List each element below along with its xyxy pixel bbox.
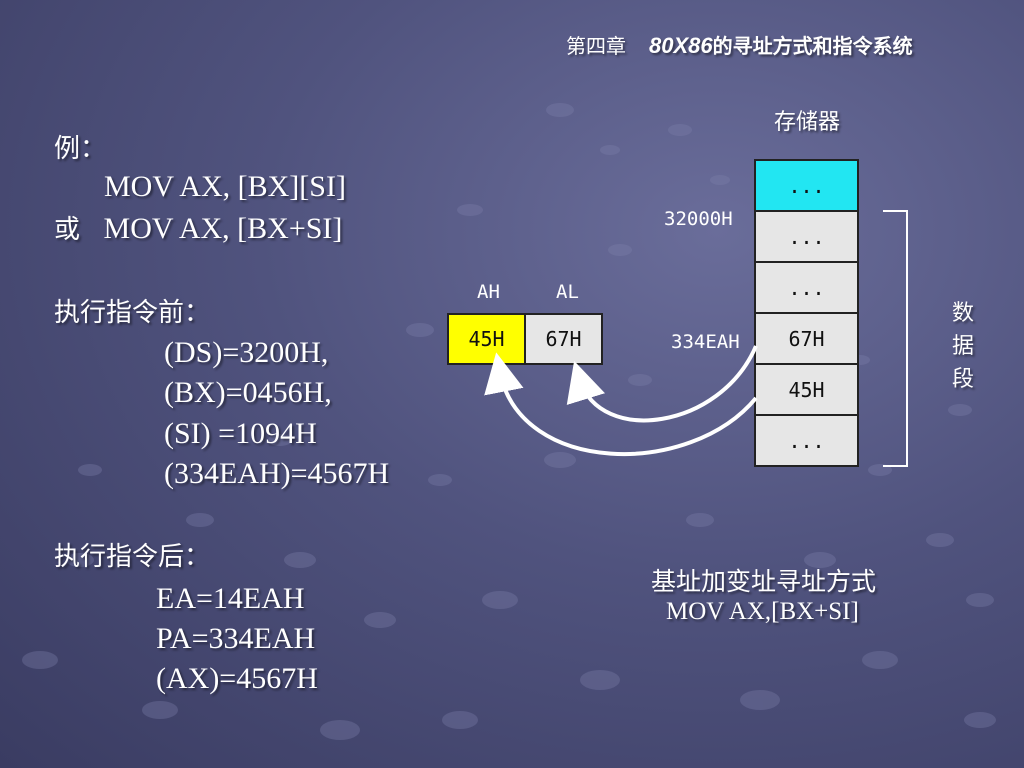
- register-label-al: AL: [556, 281, 579, 303]
- register-label-ah: AH: [477, 281, 500, 303]
- memory-cell: ...: [754, 261, 859, 314]
- before-line-mem: (334EAH)=4567H: [164, 457, 390, 490]
- chapter-label: 第四章: [566, 34, 626, 58]
- segment-char-1: 数: [952, 301, 975, 326]
- after-line-ea: EA=14EAH: [156, 582, 305, 615]
- arrow-low-byte: [566, 345, 758, 423]
- before-line-ds: (DS)=3200H,: [164, 336, 329, 369]
- example-label: 例：: [54, 134, 107, 164]
- memory-title: 存储器: [774, 110, 841, 135]
- memory-cell: ...: [754, 414, 859, 467]
- after-line-pa: PA=334EAH: [156, 622, 316, 655]
- segment-char-3: 段: [952, 367, 975, 392]
- architecture-code: 80X86: [649, 33, 713, 58]
- before-heading: 执行指令前：: [54, 298, 211, 328]
- before-line-si: (SI) =1094H: [164, 417, 317, 450]
- addressing-mode-instruction: MOV AX,[BX+SI]: [666, 598, 859, 625]
- address-32000h: 32000H: [664, 208, 733, 230]
- instruction-line-1: MOV AX, [BX][SI]: [104, 170, 346, 203]
- after-heading: 执行指令后：: [54, 542, 211, 572]
- instruction-line-2-text: MOV AX, [BX+SI]: [103, 212, 343, 245]
- address-334eah: 334EAH: [671, 331, 740, 353]
- before-line-bx: (BX)=0456H,: [164, 376, 332, 409]
- instruction-line-2: 或 MOV AX, [BX+SI]: [54, 210, 342, 249]
- or-word: 或: [54, 215, 81, 245]
- addressing-mode-caption: 基址加变址寻址方式: [651, 567, 877, 596]
- segment-bracket: [883, 210, 908, 467]
- slide-header: 第四章 80X86的寻址方式和指令系统: [566, 30, 913, 59]
- arrow-high-byte: [484, 352, 758, 457]
- register-al: 67H: [524, 313, 603, 365]
- segment-char-2: 据: [952, 334, 975, 359]
- memory-cell-67h: 67H: [754, 312, 859, 365]
- after-line-ax: (AX)=4567H: [156, 662, 318, 695]
- chapter-title: 的寻址方式和指令系统: [712, 34, 913, 58]
- memory-cell: ...: [754, 210, 859, 263]
